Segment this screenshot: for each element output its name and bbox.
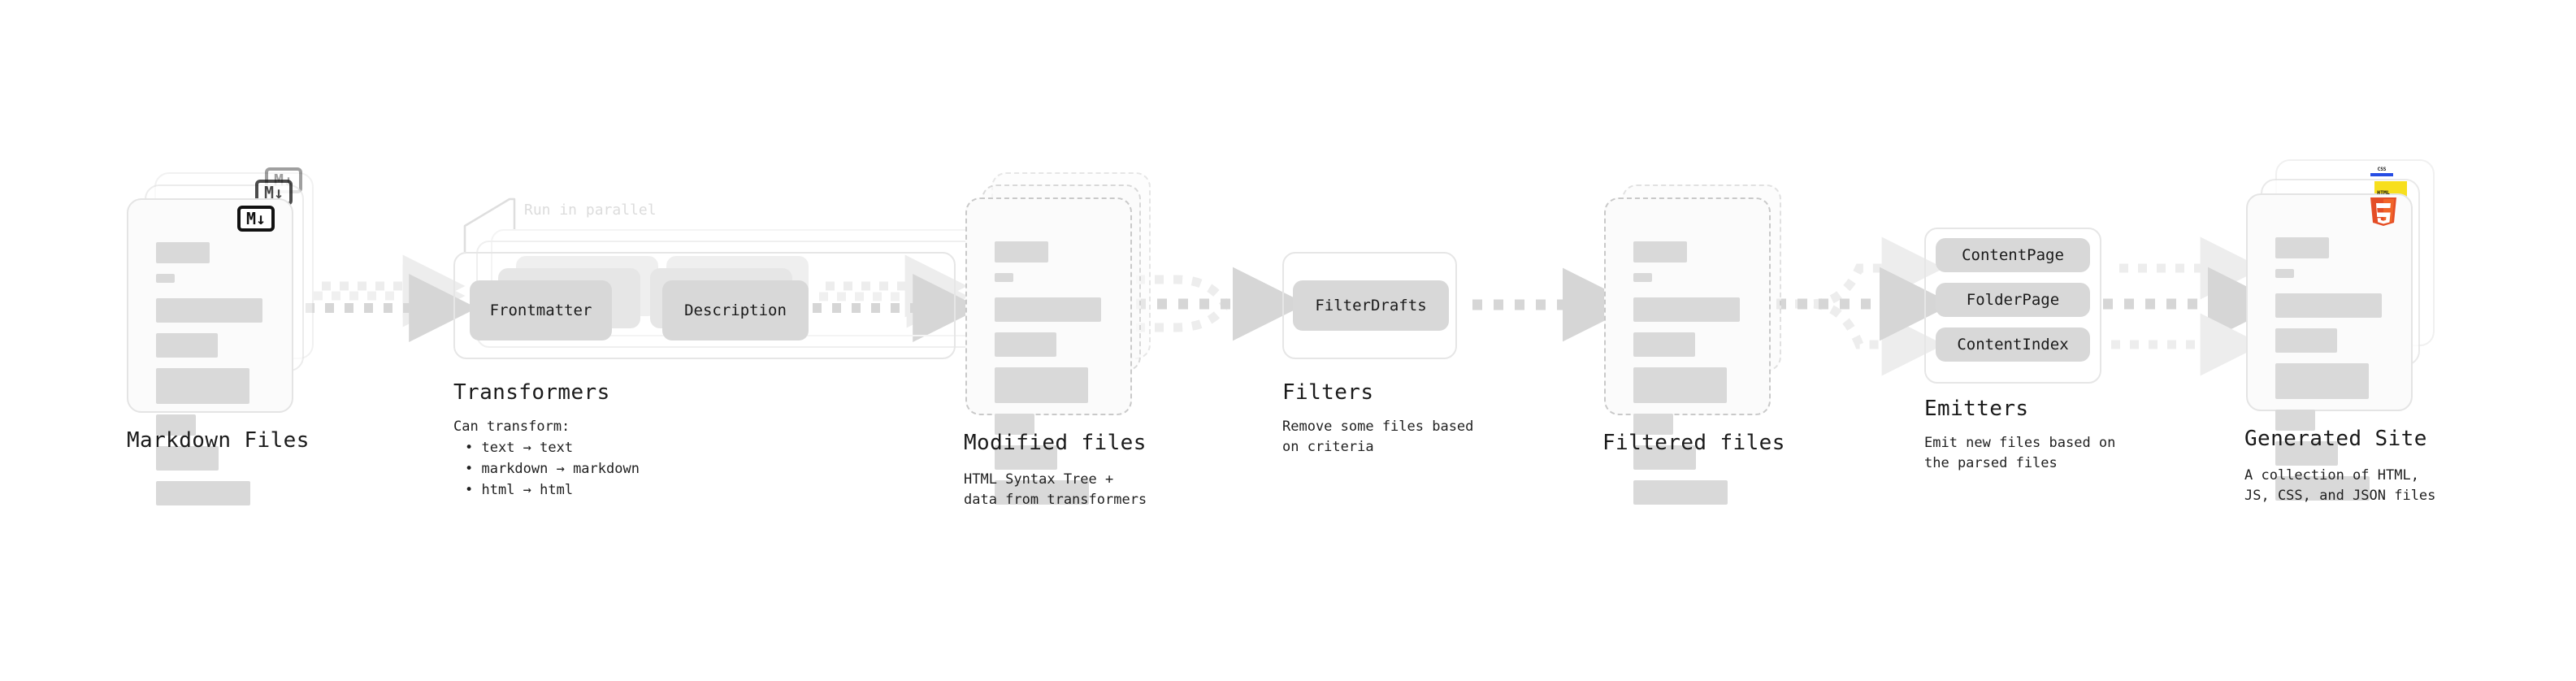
arrow-modified-to-filters	[1136, 267, 1307, 341]
placeholder-line	[156, 274, 175, 283]
generated-title: Generated Site	[2244, 427, 2427, 451]
emitters-subtitle: Emit new files based on the parsed files	[1924, 435, 2116, 471]
emitters-group-box	[1924, 228, 2101, 384]
arrow-markdown-to-transformers	[306, 254, 478, 342]
filters-title: Filters	[1282, 380, 1374, 405]
placeholder-line	[995, 414, 1034, 435]
placeholder-line	[2275, 237, 2329, 258]
placeholder-line	[156, 298, 262, 323]
placeholder-line	[995, 445, 1057, 470]
placeholder-line	[2275, 293, 2382, 318]
transformer-group-front	[453, 252, 956, 359]
placeholder-line	[2275, 441, 2338, 466]
pill-description[interactable]: Description	[662, 280, 809, 340]
placeholder-line	[1633, 480, 1728, 505]
transformers-bullet-3: • html → html	[465, 482, 574, 498]
placeholder-line	[995, 241, 1048, 262]
placeholder-line	[2275, 328, 2337, 353]
markdown-placeholder-lines	[156, 242, 262, 516]
placeholder-line	[1633, 297, 1740, 322]
pill-contentindex[interactable]: ContentIndex	[1936, 327, 2090, 362]
placeholder-line	[1633, 273, 1652, 282]
generated-card-front	[2246, 193, 2413, 501]
filters-subtitle: Remove some files based on criteria	[1282, 419, 1474, 455]
placeholder-line	[1633, 414, 1673, 435]
placeholder-line	[156, 446, 219, 471]
svg-text:HTML: HTML	[2377, 189, 2390, 196]
svg-text:CSS: CSS	[2378, 167, 2387, 172]
placeholder-line	[156, 333, 218, 358]
run-in-parallel-label: Run in parallel	[524, 202, 657, 219]
filtered-placeholder-lines	[1633, 241, 1740, 515]
placeholder-line	[995, 480, 1089, 505]
markdown-icon-glyph: M↓	[245, 209, 267, 228]
transformers-title: Transformers	[453, 380, 610, 405]
modified-placeholder-lines	[995, 241, 1101, 515]
placeholder-line	[156, 368, 249, 404]
placeholder-line	[995, 297, 1101, 322]
pill-filterdrafts[interactable]: FilterDrafts	[1293, 280, 1449, 331]
html5-icon: HTML	[2370, 189, 2396, 226]
pill-contentpage[interactable]: ContentPage	[1936, 238, 2090, 272]
transformers-bullet-1: • text → text	[465, 440, 574, 456]
transformers-bullet-2: • markdown → markdown	[465, 461, 640, 477]
placeholder-line	[1633, 332, 1695, 357]
placeholder-line	[2275, 269, 2294, 278]
css-icon: CSS	[2370, 167, 2393, 176]
placeholder-line	[995, 367, 1088, 403]
generated-placeholder-lines	[2275, 237, 2382, 511]
filtered-card-front	[1604, 197, 1771, 505]
transformers-intro: Can transform:	[453, 419, 570, 435]
placeholder-line	[995, 332, 1056, 357]
placeholder-line	[2275, 476, 2370, 501]
modified-card-front	[965, 197, 1132, 505]
modified-title: Modified files	[964, 431, 1147, 455]
bullet-text: html → html	[481, 482, 574, 498]
placeholder-line	[1633, 445, 1696, 470]
placeholder-line	[156, 414, 196, 436]
placeholder-line	[156, 242, 210, 263]
placeholder-line	[1633, 241, 1687, 262]
placeholder-line	[2275, 363, 2369, 399]
arrow-filtered-to-emitters	[1776, 236, 1954, 376]
pill-folderpage[interactable]: FolderPage	[1936, 283, 2090, 317]
bullet-text: markdown → markdown	[481, 461, 640, 477]
pill-frontmatter[interactable]: Frontmatter	[470, 280, 612, 340]
modified-subtitle: HTML Syntax Tree + data from transformer…	[964, 471, 1147, 508]
filtered-title: Filtered files	[1602, 431, 1785, 455]
markdown-icon: M↓	[237, 206, 275, 232]
emitters-title: Emitters	[1924, 397, 2029, 421]
placeholder-line	[995, 273, 1013, 282]
filters-group-box	[1282, 252, 1457, 359]
generated-subtitle: A collection of HTML, JS, CSS, and JSON …	[2244, 467, 2436, 504]
placeholder-line	[1633, 367, 1727, 403]
markdown-icon-glyph: M↓	[263, 183, 284, 202]
markdown-card-front	[127, 198, 293, 505]
markdown-title: Markdown Files	[127, 428, 310, 453]
placeholder-line	[2275, 410, 2315, 431]
placeholder-line	[156, 481, 250, 505]
bullet-text: text → text	[481, 440, 574, 456]
arrow-emitters-to-generated	[2103, 236, 2282, 376]
